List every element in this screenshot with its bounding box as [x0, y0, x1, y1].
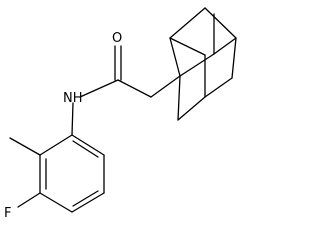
ring-bond-1 — [39, 134, 73, 156]
methyl-bond — [9, 137, 41, 156]
ring-bond-4 — [71, 192, 105, 213]
adamantane-bond-11 — [169, 37, 206, 56]
structure-canvas: O NH F — [4, 7, 237, 221]
ring-bond-3 — [39, 192, 73, 213]
fluoro-bond — [17, 192, 41, 208]
adamantane-bond-6 — [177, 75, 181, 121]
molecule-structure: O NH F — [4, 7, 237, 221]
adamantane-bond-1 — [169, 37, 181, 77]
ring-inner-bond-2 — [72, 190, 99, 207]
n-aryl-bond — [71, 102, 74, 136]
adamantane-bond-5 — [179, 53, 215, 77]
ring-inner-bond-3 — [72, 140, 99, 158]
adamantane-bond-3 — [204, 7, 237, 39]
ch2-adamantyl-bond — [150, 75, 181, 98]
amide-cn-bond — [79, 79, 119, 98]
atom-labels: O NH F — [4, 31, 122, 221]
carbonyl-ch2-bond — [117, 79, 152, 98]
adamantane-bond-8 — [204, 77, 233, 98]
adamantane-bond-2 — [169, 7, 206, 39]
oxygen-label: O — [112, 31, 122, 46]
adamantane-bond-9 — [231, 37, 237, 79]
bonds — [9, 7, 237, 213]
ring-bond-6 — [71, 134, 105, 156]
adamantane-bond-4 — [213, 37, 237, 55]
adamantane-bond-7 — [177, 96, 206, 121]
nitrogen-label: NH — [63, 91, 83, 106]
fluorine-label: F — [4, 206, 11, 221]
